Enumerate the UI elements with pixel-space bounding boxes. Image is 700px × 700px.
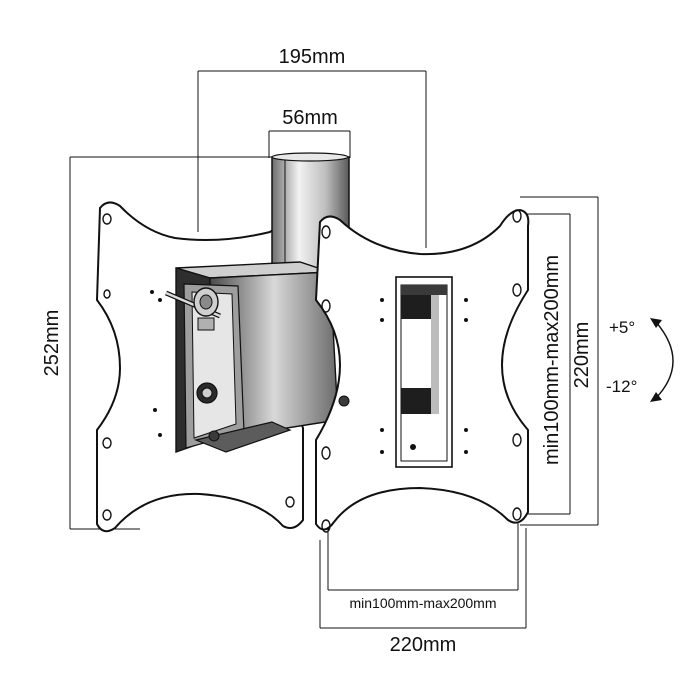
- tilt-label-down: -12°: [606, 377, 637, 396]
- tv-plate-holes: [321, 209, 522, 533]
- pivot-bolt: [196, 382, 220, 442]
- dim-lines: [69, 70, 599, 629]
- tilt-knob: [165, 287, 221, 331]
- dim-label-width: 195mm: [279, 46, 346, 68]
- tv-plate-channel: [338, 276, 453, 468]
- pivot-bracket: [165, 261, 339, 453]
- dim-label-vesa-horizontal: min100mm-max200mm: [349, 595, 496, 611]
- tilt-arrow: [650, 318, 674, 402]
- tv-plate: [314, 208, 530, 533]
- dim-label-plate-height: 220mm: [571, 322, 593, 389]
- dim-label-plate-width: 220mm: [390, 634, 457, 656]
- dim-label-pole: 56mm: [282, 107, 338, 129]
- dim-label-height: 252mm: [41, 310, 63, 377]
- dim-label-vesa-vertical: min100mm-max200mm: [541, 255, 563, 465]
- tilt-label-up: +5°: [609, 318, 635, 337]
